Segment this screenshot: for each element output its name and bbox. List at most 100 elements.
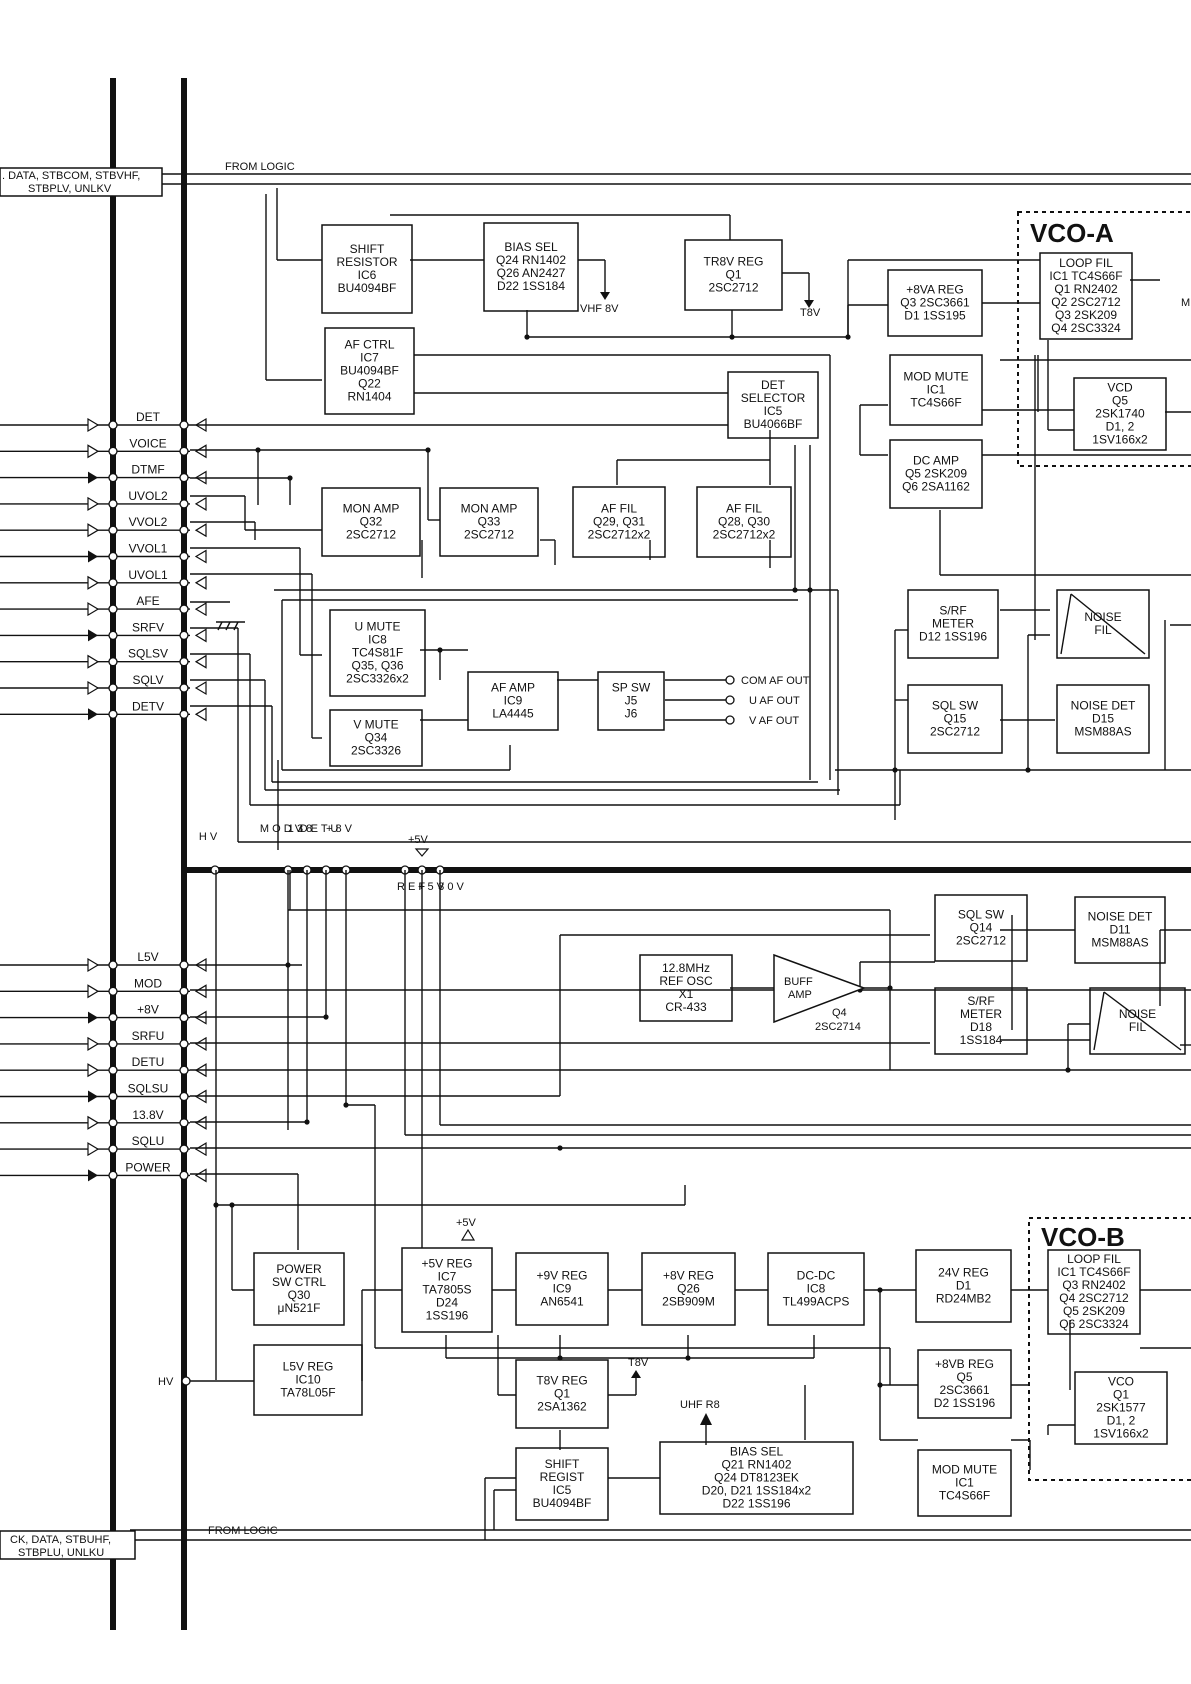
block-text: VCO [1108, 1375, 1134, 1389]
block-text: Q5 [1112, 394, 1128, 408]
signal-label: UVOL1 [128, 568, 168, 582]
vlabel-30v: 3 0 V [438, 881, 464, 893]
block-text: MON AMP [343, 502, 400, 516]
block-text: Q35, Q36 [351, 659, 403, 673]
block-box [907, 589, 999, 659]
arrow-right-icon [88, 550, 98, 563]
arrow-left-icon [194, 1142, 207, 1157]
block-text: D2 1SS196 [934, 1396, 996, 1410]
block-text: IC1 [955, 1476, 974, 1490]
bus-junction [108, 1039, 118, 1049]
block-text: BIAS SEL [730, 1445, 784, 1459]
block-box [917, 1349, 1012, 1419]
block-text: TC4S81F [352, 646, 403, 660]
bus-junction [179, 1170, 189, 1181]
bottom-bus-label-1: CK, DATA, STBUHF, [10, 1534, 111, 1546]
block-box [321, 224, 413, 314]
block-text: 2SK1577 [1096, 1401, 1146, 1415]
block-text: IC1 TC4S66F [1049, 269, 1122, 283]
signal-row: SQLV [0, 673, 207, 696]
block-text: BU4094BF [340, 364, 399, 378]
block-text: Q26 [677, 1282, 700, 1296]
vlabel-ref: R E F [397, 881, 425, 893]
block-text: D20, D21 1SS184x2 [702, 1484, 812, 1498]
block-text: Q3 2SK209 [1055, 308, 1117, 322]
top-annotations: VHF 8V T8V M COM AF OUT U AF OUT V AF OU… [408, 292, 1190, 857]
signal-label: MOD [134, 976, 162, 990]
v-af-out-label: V AF OUT [749, 715, 799, 727]
signal-row: DTMF [0, 463, 207, 485]
block-box [483, 222, 579, 312]
arrow-right-icon [88, 471, 98, 484]
arrow-right-icon [88, 708, 98, 721]
q4-label: Q4 [832, 1007, 847, 1019]
block-box [889, 439, 983, 509]
block-text: AN6541 [540, 1295, 584, 1309]
block-text: Q30 [288, 1288, 311, 1302]
block-text: METER [932, 617, 974, 631]
block-box [767, 1252, 865, 1326]
block-text: Q1 [725, 268, 741, 282]
block-text: Q29, Q31 [593, 515, 645, 529]
block-text: IC8 [368, 633, 387, 647]
bus-junction [179, 604, 189, 614]
block-text: Q2 2SC2712 [1051, 295, 1121, 309]
signal-label: SQLSU [128, 1082, 169, 1096]
top-bus-label-2: STBPLV, UNLKV [28, 183, 112, 195]
block-text: 2SA1362 [537, 1400, 587, 1414]
block-box [889, 354, 983, 426]
block-text: DC AMP [913, 454, 959, 468]
block-box [1056, 684, 1150, 754]
arrow-left-icon [194, 549, 207, 564]
block-text: NOISE DET [1088, 910, 1153, 924]
bus-junction [108, 1118, 118, 1128]
signal-label: SRFU [132, 1029, 165, 1043]
top-bus-label-box [0, 167, 163, 197]
signal-row: MOD [0, 976, 207, 999]
block-box [641, 1252, 736, 1326]
block-text: +8V REG [663, 1269, 714, 1283]
signal-row: SQLU [0, 1134, 207, 1157]
buff-amp-label-2: AMP [788, 989, 812, 1001]
bus-junction [108, 420, 118, 430]
bus-junction [179, 1091, 189, 1102]
block-text: Q32 [360, 515, 383, 529]
block-text: Q21 RN1402 [721, 1458, 791, 1472]
block-text: RD24MB2 [936, 1292, 992, 1306]
signal-label: POWER [125, 1160, 171, 1174]
signal-row: UVOL1 [0, 568, 207, 590]
block-text: Q15 [944, 712, 967, 726]
arrow-right-icon [88, 1011, 98, 1024]
block-box [1056, 589, 1150, 659]
arrow-right-icon [87, 602, 100, 617]
signal-label: 13.8V [132, 1108, 163, 1122]
block-text: 2SC2712x2 [713, 528, 776, 542]
t8v-label-bottom: T8V [628, 1357, 649, 1369]
block-box [917, 1449, 1012, 1517]
block-box [253, 1252, 345, 1326]
arrow-right-icon [87, 654, 100, 669]
bus-junction [108, 499, 118, 509]
arrow-left-icon [194, 628, 207, 643]
block-text: SQL SW [958, 908, 1005, 922]
bus-junction [179, 683, 189, 693]
block-box [915, 1249, 1012, 1323]
vlabel-modv: M O D V [260, 823, 303, 835]
block-text: IC1 [927, 383, 946, 397]
block-text: DET [761, 378, 786, 392]
t8v-label-top: T8V [800, 307, 821, 319]
vco-a-region [1017, 211, 1191, 467]
